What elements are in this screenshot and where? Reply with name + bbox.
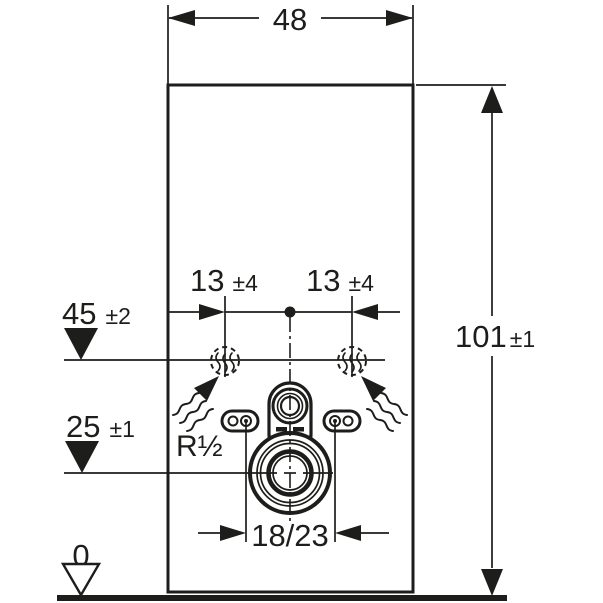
slot-outline [220, 409, 260, 433]
dimension-fixing-distance: 18/23 [198, 421, 389, 553]
datum-floor-level: 0 [60, 538, 102, 598]
water-squiggle-icon [356, 352, 362, 372]
level-triangle-icon [64, 328, 98, 360]
dimension-height-right: 101±1 [416, 84, 535, 596]
dim-supply-level-label: 45±2 [62, 296, 131, 331]
supply-ring-mid [276, 392, 304, 420]
arrow-right-icon [199, 304, 225, 320]
dim-height-label: 101±1 [455, 319, 535, 354]
dimension-width-top: 48 [167, 2, 414, 84]
water-squiggle-icon [179, 400, 207, 424]
slot-hole [227, 415, 239, 427]
water-squiggle-icon [366, 408, 394, 432]
dim-fixing-label: 18/23 [251, 518, 329, 553]
dimension-supply-level: 45±2 [62, 296, 131, 360]
water-squiggle-icon [373, 400, 401, 424]
arrow-up-right-icon [194, 376, 219, 401]
arrow-up-left-icon [361, 376, 386, 401]
dim-width-label: 48 [273, 2, 307, 37]
dim-offset-left-label: 13±4 [190, 263, 258, 298]
arrow-down-icon [481, 569, 503, 596]
water-squiggle-icon [380, 392, 408, 416]
datum-triangle-icon [60, 562, 102, 598]
slot-hole [342, 415, 354, 427]
slot-outline [322, 409, 362, 433]
dimension-supply-offsets: 13±4 13±4 [168, 263, 400, 377]
dim-drain-level-label: 25±1 [66, 409, 135, 444]
arrow-up-icon [481, 86, 503, 113]
level-triangle-icon [65, 441, 99, 473]
water-squiggle-icon [342, 352, 348, 372]
dim-offset-right-label: 13±4 [306, 263, 374, 298]
water-squiggle-icon [172, 392, 200, 416]
thread-size-label: R½ [176, 430, 223, 463]
arrow-right-icon [386, 10, 413, 26]
water-flow-arrow-left [172, 376, 219, 432]
arrow-left-icon [335, 525, 361, 541]
supply-notch-right [293, 427, 304, 432]
supply-notch-left [276, 427, 287, 432]
arrow-right-icon [220, 525, 246, 541]
arrow-left-icon [352, 304, 378, 320]
water-squiggle-icon [229, 352, 235, 372]
water-squiggle-icon [186, 408, 214, 432]
water-flow-arrow-right [361, 376, 408, 432]
arrow-left-icon [168, 10, 195, 26]
water-squiggle-icon [215, 352, 221, 372]
dimension-drain-level: 25±1 [65, 409, 135, 473]
center-point-dot [284, 306, 296, 318]
